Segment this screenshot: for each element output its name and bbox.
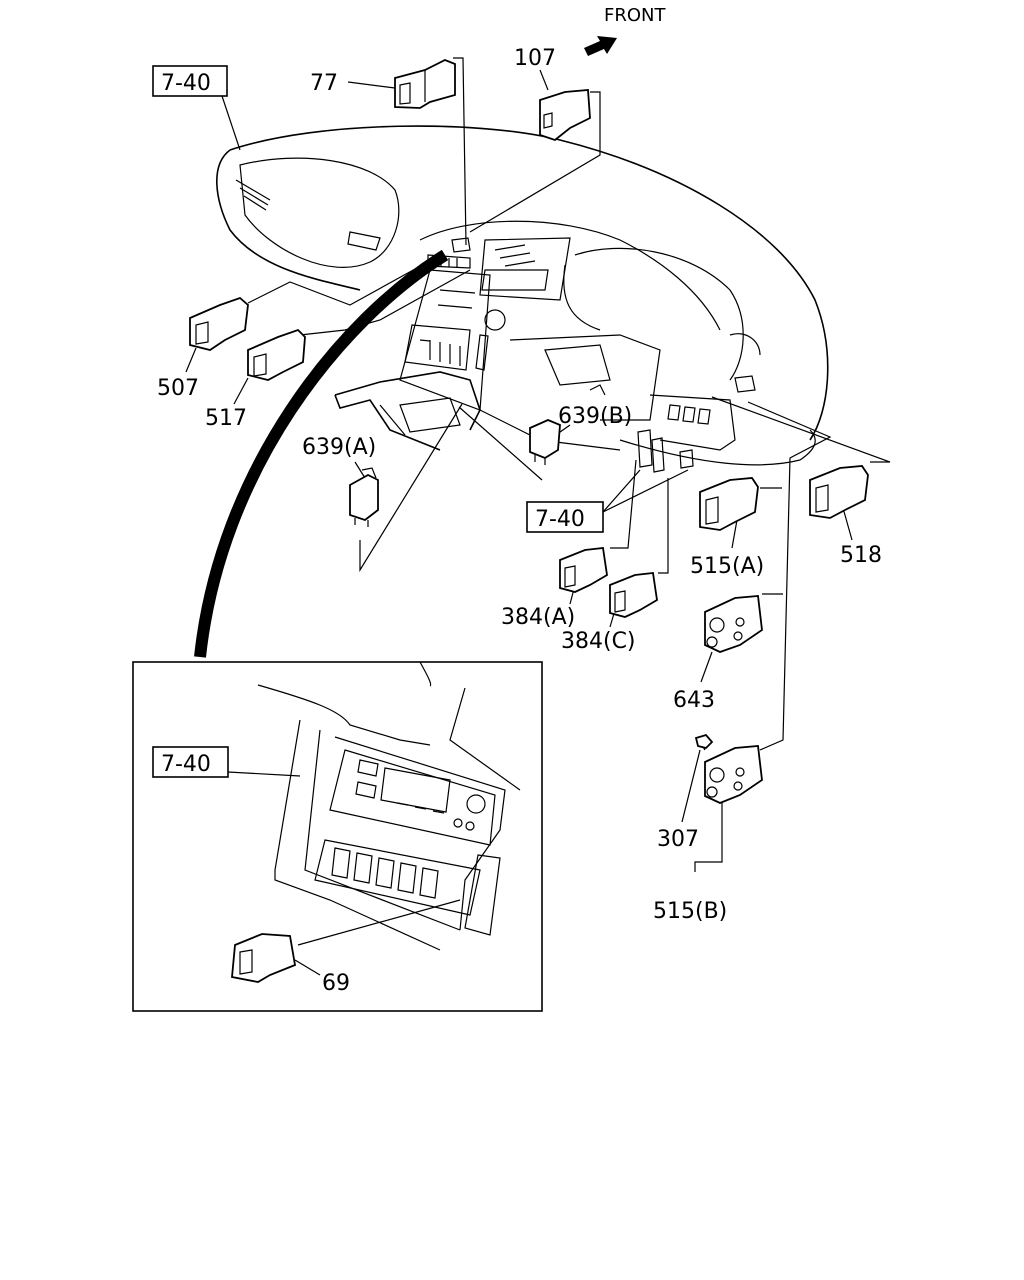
callout-518: 518 — [840, 543, 882, 568]
switch-517 — [247, 328, 306, 381]
switch-643 — [704, 595, 763, 653]
callout-643: 643 — [673, 688, 715, 713]
callout-639b: 639(B) — [558, 404, 632, 429]
ref-label-2: 7-40 — [535, 507, 585, 532]
callout-384c: 384(C) — [561, 629, 636, 654]
switch-107 — [539, 89, 591, 142]
callout-77: 77 — [310, 71, 338, 96]
callout-107: 107 — [514, 46, 556, 71]
callout-515b: 515(B) — [653, 899, 727, 924]
front-arrow-icon — [584, 36, 617, 56]
front-label: FRONT — [604, 5, 666, 26]
callout-515a: 515(A) — [690, 554, 764, 579]
callout-69: 69 — [322, 971, 350, 996]
switch-384c — [609, 572, 658, 618]
switch-639a — [349, 467, 379, 527]
callout-507: 507 — [157, 376, 199, 401]
front-indicator: FRONT — [584, 5, 666, 56]
ref-box-2: 7-40 — [526, 501, 604, 533]
ref-label-1: 7-40 — [161, 71, 211, 96]
callout-384a: 384(A) — [501, 605, 575, 630]
switch-515b — [704, 745, 763, 804]
clip-parts — [637, 429, 694, 473]
switch-77 — [394, 59, 456, 109]
switch-507 — [189, 296, 249, 351]
callout-307: 307 — [657, 827, 699, 852]
switch-639b — [529, 419, 561, 465]
inset-panel — [132, 661, 543, 1012]
ref-box-1: 7-40 — [152, 65, 228, 97]
bulb-307 — [694, 733, 714, 749]
ref-box-3: 7-40 — [152, 746, 229, 778]
leader-lines — [185, 57, 891, 872]
callout-517: 517 — [205, 406, 247, 431]
ref-label-3: 7-40 — [161, 752, 211, 777]
switch-518 — [809, 465, 869, 519]
switch-384a — [559, 547, 608, 593]
inset-link-arc — [194, 249, 449, 658]
switch-515a — [699, 477, 759, 531]
dashboard-drawing — [216, 125, 829, 466]
callout-639a: 639(A) — [302, 435, 376, 460]
